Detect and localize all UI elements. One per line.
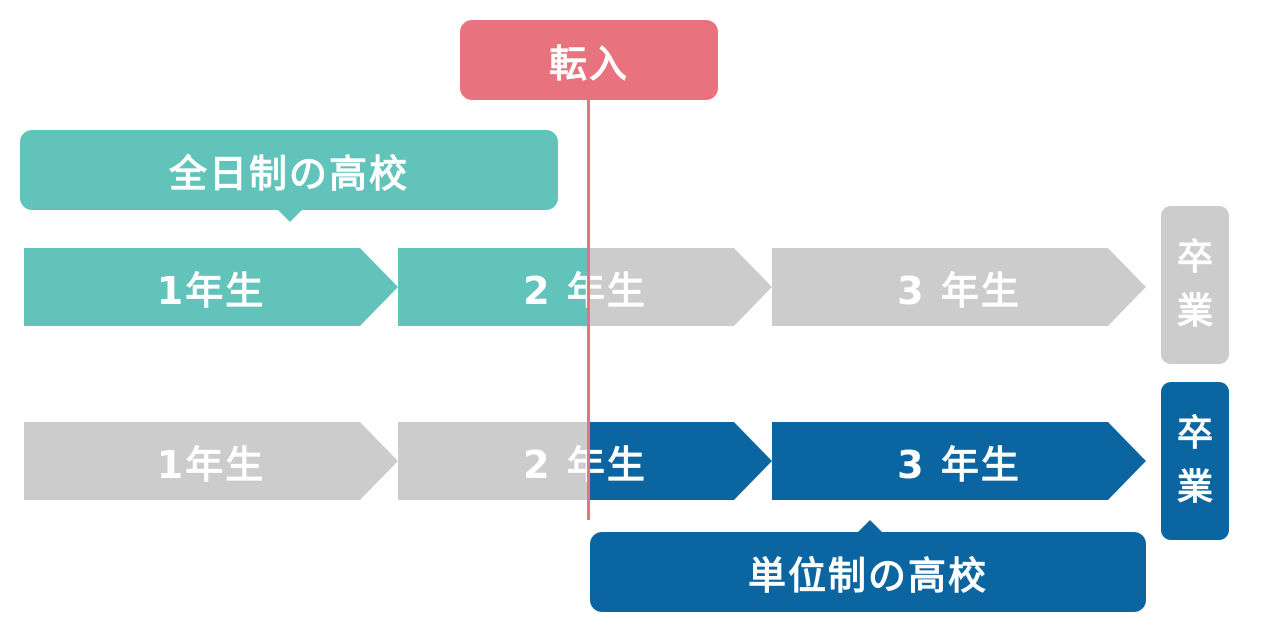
credit-year-2: 2 年生 <box>398 422 772 500</box>
credit-graduation-char-2: 業 <box>1176 467 1213 508</box>
fulltime-school-callout: 全日制の高校 <box>20 130 558 222</box>
fulltime-year-3: 3 年生 <box>772 248 1146 326</box>
credit-graduation-char-1: 卒 <box>1176 413 1213 454</box>
credit-year-1-label: 1年生 <box>156 442 266 487</box>
credit-year-3-label: 3 年生 <box>897 442 1021 487</box>
transfer-line <box>587 96 590 520</box>
fulltime-graduation: 卒 業 <box>1161 206 1229 364</box>
fulltime-graduation-char-2: 業 <box>1176 291 1213 332</box>
transfer-label-text: 転入 <box>548 41 629 86</box>
credit-school-label: 単位制の高校 <box>747 553 988 598</box>
credit-year-2-label: 2 年生 <box>523 442 647 487</box>
credit-year-3: 3 年生 <box>772 422 1146 500</box>
fulltime-graduation-char-1: 卒 <box>1176 237 1213 278</box>
fulltime-year-3-label: 3 年生 <box>897 268 1021 313</box>
credit-graduation: 卒 業 <box>1161 382 1229 540</box>
transfer-label: 転入 <box>460 20 718 100</box>
fulltime-school-label: 全日制の高校 <box>168 151 409 196</box>
fulltime-year-2-label: 2 年生 <box>523 268 647 313</box>
credit-year-1: 1年生 <box>24 422 398 500</box>
fulltime-year-1-label: 1年生 <box>156 268 266 313</box>
fulltime-year-2: 2 年生 <box>398 248 772 326</box>
fulltime-year-1: 1年生 <box>24 248 398 326</box>
credit-school-callout: 単位制の高校 <box>590 520 1146 612</box>
